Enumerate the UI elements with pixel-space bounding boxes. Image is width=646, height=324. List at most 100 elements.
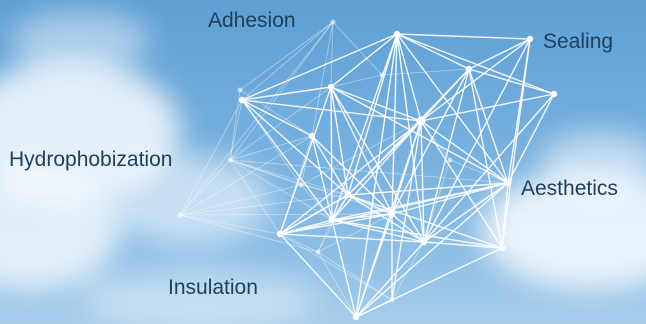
network-node [352,313,360,321]
network-link [423,182,509,243]
network-node [315,249,321,255]
network-link [241,33,398,101]
network-link [423,93,555,243]
network-link [311,135,333,221]
network-link-faint [229,135,313,161]
network-link-faint [229,159,509,184]
network-link [331,194,349,221]
network-link [396,33,555,95]
network-link-faint [449,159,509,184]
network-link [355,299,393,318]
network-link [331,33,398,221]
network-link [468,38,531,70]
network-node [330,19,336,25]
network-link-faint [241,21,334,101]
network-link [391,120,422,301]
network-node [389,297,395,303]
network-link-faint [229,159,349,196]
network-node [447,157,453,163]
network-node [416,116,426,126]
network-link-faint [229,86,332,161]
network-link [468,68,503,249]
network-link [391,33,398,215]
network-link-faint [229,159,302,186]
network-link [311,135,349,196]
network-link [347,182,509,196]
network-link-faint [330,74,383,88]
network-node [177,212,183,218]
network-link [241,99,349,196]
network-link [468,68,555,95]
network-node [298,182,304,188]
network-link-faint [229,99,243,161]
network-link-faint [179,99,243,216]
network-node [344,191,352,199]
network-link-faint [179,214,319,253]
network-link [501,182,509,249]
network-link [331,120,422,221]
network-link-faint [179,159,231,216]
network-node [420,238,428,246]
network-node [498,244,506,252]
network-link-faint [229,21,334,161]
network-link-faint [300,135,313,186]
network-link [355,213,393,318]
label-aesthetics: Aesthetics [521,177,618,200]
label-adhesion: Adhesion [208,9,296,32]
network-node [238,96,246,104]
network-link-faint [317,251,357,318]
network-node [227,157,233,163]
network-link [330,86,349,196]
network-link [279,219,333,235]
network-link-faint [179,135,313,216]
network-node [393,30,401,38]
network-link [330,86,509,184]
network-link [423,241,503,249]
label-sealing: Sealing [543,30,614,53]
network-link [279,233,357,318]
network-node [504,179,512,187]
network-link-faint [229,159,333,221]
network-link [396,33,531,40]
network-link-faint [317,251,393,301]
network-link [241,99,333,221]
network-link [279,182,509,235]
network-node [465,65,473,73]
network-link [279,194,349,235]
network-link [355,241,425,318]
network-link [420,38,531,122]
network-link [396,33,470,70]
network-link [355,182,509,318]
network-link [391,182,509,215]
network-link-faint [279,233,393,301]
network-link-faint [239,21,334,91]
network-link [396,33,422,122]
network-link [331,219,357,318]
network-link [347,194,425,243]
network-link [330,86,422,122]
network-link [279,213,393,235]
network-link [330,86,333,221]
network-link-faint [229,89,241,161]
network-node [328,216,336,224]
network-node [379,72,385,78]
network-link [347,33,398,196]
network-link [331,219,425,243]
network-link [396,33,509,184]
network-node [526,35,534,43]
network-node [308,132,316,140]
network-link [331,213,393,221]
network-link [468,68,509,184]
network-link [355,33,398,318]
network-link [279,86,332,235]
network-link [331,219,503,249]
network-link-faint [179,184,302,216]
network-link-faint [311,21,334,137]
network-link-faint [179,214,281,235]
network-link [507,93,555,184]
network-link-faint [332,21,383,76]
network-node [237,87,243,93]
network-link [279,120,422,235]
network-link-faint [179,194,349,216]
